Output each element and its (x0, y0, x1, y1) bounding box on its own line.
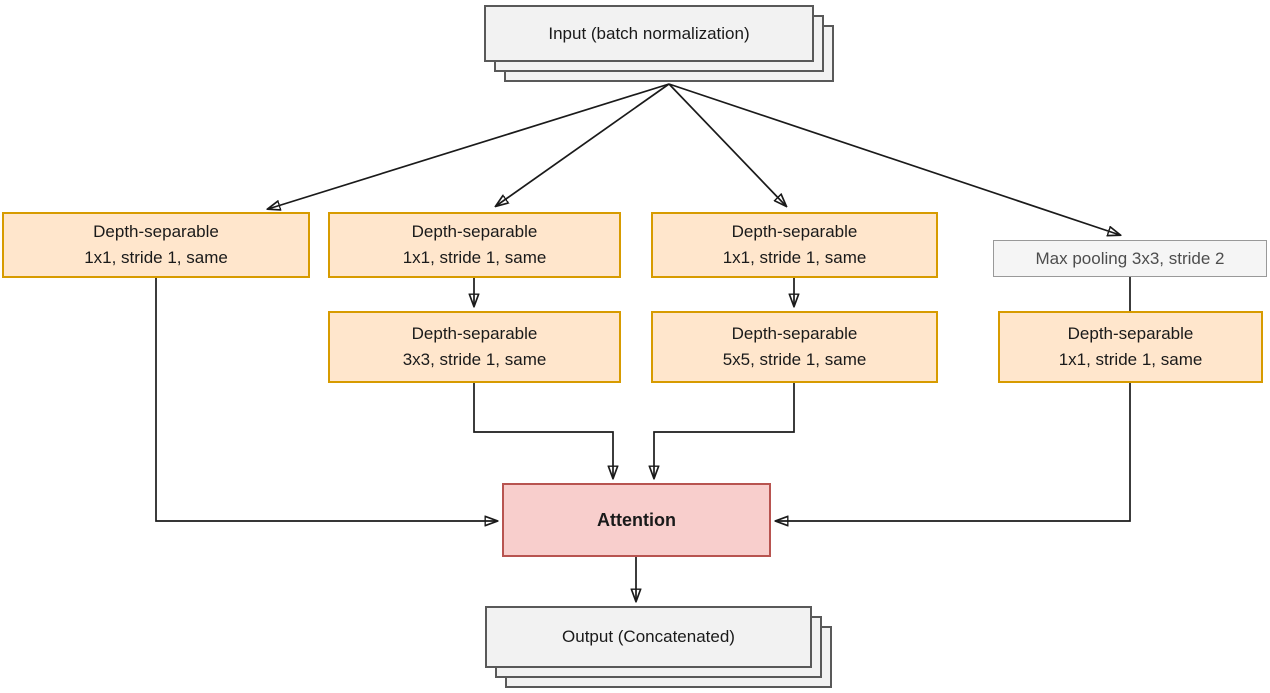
node-branch3-conv2-line2: 5x5, stride 1, same (722, 350, 867, 369)
node-branch2-conv2-line2: 3x3, stride 1, same (402, 350, 547, 369)
edge-input-to-branch1 (268, 83, 670, 209)
node-output: Output (Concatenated) (485, 606, 812, 668)
edge-branch3-to-attention (654, 383, 795, 478)
node-branch2-conv2: Depth-separable 3x3, stride 1, same (328, 311, 621, 383)
node-maxpool: Max pooling 3x3, stride 2 (993, 240, 1267, 277)
node-branch3-conv2: Depth-separable 5x5, stride 1, same (651, 311, 938, 383)
node-branch2-conv1: Depth-separable 1x1, stride 1, same (328, 212, 621, 278)
node-branch1-conv-line2: 1x1, stride 1, same (84, 248, 228, 267)
node-branch2-conv2-line1: Depth-separable (411, 324, 538, 343)
node-branch2-conv1-line1: Depth-separable (411, 222, 538, 241)
node-branch1-conv: Depth-separable 1x1, stride 1, same (2, 212, 310, 278)
node-maxpool-label: Max pooling 3x3, stride 2 (1035, 248, 1225, 268)
node-branch2-conv1-line2: 1x1, stride 1, same (402, 248, 547, 267)
edge-branch2-to-attention (473, 383, 613, 478)
edge-input-to-branch2 (496, 83, 670, 206)
node-branch4-conv-line1: Depth-separable (1067, 324, 1194, 343)
node-attention: Attention (502, 483, 771, 557)
node-input: Input (batch normalization) (484, 5, 814, 62)
node-branch3-conv1: Depth-separable 1x1, stride 1, same (651, 212, 938, 278)
node-branch4-conv: Depth-separable 1x1, stride 1, same (998, 311, 1263, 383)
node-branch3-conv1-line1: Depth-separable (731, 222, 858, 241)
node-branch3-conv1-line2: 1x1, stride 1, same (722, 248, 867, 267)
node-input-label: Input (batch normalization) (548, 23, 750, 43)
node-output-label: Output (Concatenated) (562, 627, 735, 646)
edge-input-to-branch3 (668, 83, 786, 206)
node-branch1-conv-line1: Depth-separable (93, 222, 219, 241)
node-branch4-conv-line2: 1x1, stride 1, same (1058, 350, 1203, 369)
node-branch3-conv2-line1: Depth-separable (731, 324, 858, 343)
edge-branch4-to-attention (776, 383, 1131, 521)
node-attention-label: Attention (597, 510, 676, 530)
